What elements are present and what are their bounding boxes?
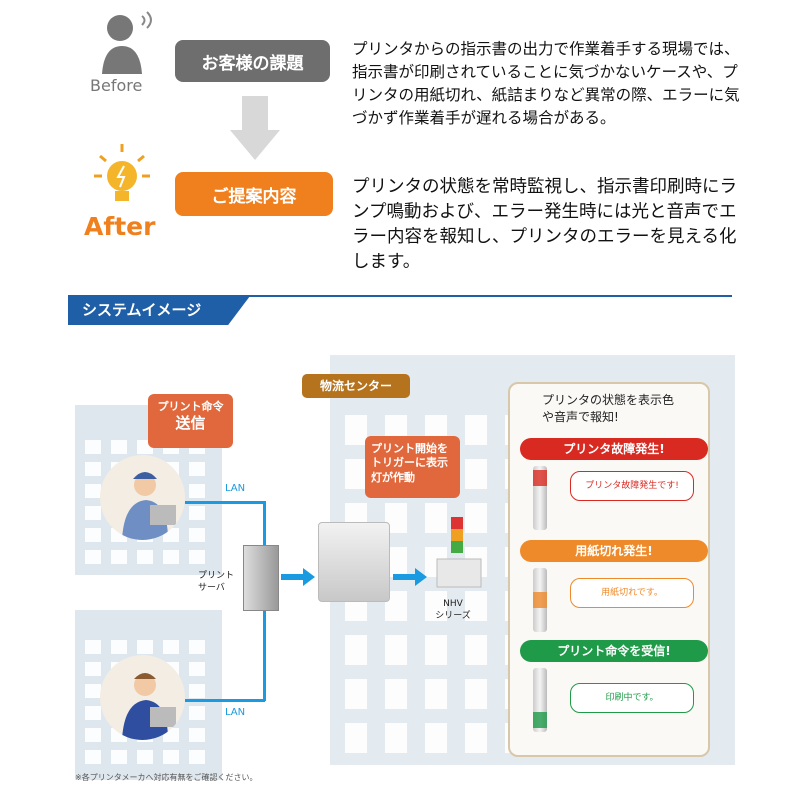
building-window: [465, 503, 487, 533]
section-divider: [68, 295, 732, 297]
building-window: [85, 640, 101, 654]
building-window: [385, 635, 407, 665]
nhv-line1: NHV: [443, 599, 463, 609]
signal-tower-icon: [433, 515, 488, 590]
lan-label-top: LAN: [225, 483, 246, 494]
worker-avatar-top: [100, 455, 185, 540]
building-window: [85, 484, 101, 498]
building-window: [465, 459, 487, 489]
building-window: [111, 640, 127, 654]
panel-title: プリンタの状態を表示色や音声で報知!: [542, 393, 675, 424]
building-window: [189, 750, 205, 764]
building-window: [425, 635, 447, 665]
person-thinking-icon: [98, 6, 158, 76]
building-window: [85, 528, 101, 542]
building-window: [385, 723, 407, 753]
arrow-to-lamp-icon: [393, 568, 427, 590]
send-command-bubble: プリント命令 送信: [148, 394, 233, 448]
building-window: [85, 506, 101, 520]
building-window: [189, 640, 205, 654]
building-window: [85, 662, 101, 676]
state-message: 用紙切れです。: [570, 578, 694, 608]
building-window: [465, 679, 487, 709]
nhv-line2: シリーズ: [435, 611, 471, 621]
building-window: [465, 415, 487, 445]
logistics-center-label: 物流センター: [302, 374, 410, 398]
proposal-text: プリンタの状態を常時監視し、指示書印刷時にランプ鳴動および、エラー発生時には光と…: [352, 177, 737, 272]
send-bubble-line2: 送信: [175, 414, 206, 433]
lan-label-bottom: LAN: [225, 707, 246, 718]
customer-issue-pill: お客様の課題: [175, 40, 330, 82]
building-window: [425, 503, 447, 533]
signal-lamp-icon: [533, 466, 547, 530]
section-title-text: システムイメージ: [82, 301, 202, 319]
nhv-label: NHV シリーズ: [428, 598, 478, 622]
building-window: [189, 462, 205, 476]
building-window: [189, 728, 205, 742]
building-window: [85, 550, 101, 564]
down-arrow-icon: [230, 96, 280, 164]
print-server-label: プリントサーバ: [198, 571, 235, 593]
signal-lamp-icon: [533, 568, 547, 632]
building-window: [137, 750, 153, 764]
lightbulb-icon: [92, 142, 152, 210]
building-window: [345, 415, 367, 445]
building-window: [85, 750, 101, 764]
proposal-pill: ご提案内容: [175, 172, 333, 216]
building-window: [85, 728, 101, 742]
building-window: [385, 547, 407, 577]
state-message: プリンタ故障発生です!: [570, 471, 694, 501]
building-window: [189, 484, 205, 498]
arrow-to-printer-icon: [281, 568, 315, 590]
building-window: [385, 591, 407, 621]
building-window: [85, 462, 101, 476]
building-window: [385, 503, 407, 533]
building-window: [111, 440, 127, 454]
building-window: [345, 635, 367, 665]
building-window: [137, 640, 153, 654]
building-window: [85, 684, 101, 698]
signal-lamp-icon: [533, 668, 547, 732]
building-window: [189, 528, 205, 542]
building-window: [345, 679, 367, 709]
after-label: After: [84, 212, 156, 241]
building-window: [189, 662, 205, 676]
printer-icon: [318, 522, 390, 602]
before-label: Before: [90, 76, 143, 95]
building-window: [189, 684, 205, 698]
building-window: [111, 750, 127, 764]
send-bubble-line1: プリント命令: [157, 400, 224, 413]
lan-line-top: [185, 501, 265, 504]
building-window: [465, 635, 487, 665]
building-window: [189, 550, 205, 564]
building-window: [465, 591, 487, 621]
building-window: [345, 459, 367, 489]
building-window: [345, 723, 367, 753]
state-message: 印刷中です。: [570, 683, 694, 713]
building-window: [425, 591, 447, 621]
building-window: [137, 550, 153, 564]
building-window: [189, 706, 205, 720]
section-title: システムイメージ: [68, 296, 250, 325]
state-title: プリント命令を受信!: [520, 640, 708, 662]
building-window: [111, 550, 127, 564]
building-window: [85, 440, 101, 454]
building-window: [385, 679, 407, 709]
building-window: [189, 506, 205, 520]
lan-line-bottom: [185, 699, 265, 702]
building-window: [425, 679, 447, 709]
building-window: [163, 750, 179, 764]
worker-avatar-bottom: [100, 655, 185, 740]
state-title: プリンタ故障発生!: [520, 438, 708, 460]
state-title: 用紙切れ発生!: [520, 540, 708, 562]
print-server-icon: [243, 545, 279, 611]
building-window: [163, 640, 179, 654]
building-window: [85, 706, 101, 720]
building-window: [425, 723, 447, 753]
trigger-bubble: プリント開始をトリガーに表示灯が作動: [365, 436, 460, 498]
building-window: [163, 550, 179, 564]
footnote: ※各プリンタメーカへ対応有無をご確認ください。: [75, 773, 258, 782]
issue-text: プリンタからの指示書の出力で作業着手する現場では、指示書が印刷されていることに気…: [352, 40, 740, 127]
building-window: [465, 723, 487, 753]
